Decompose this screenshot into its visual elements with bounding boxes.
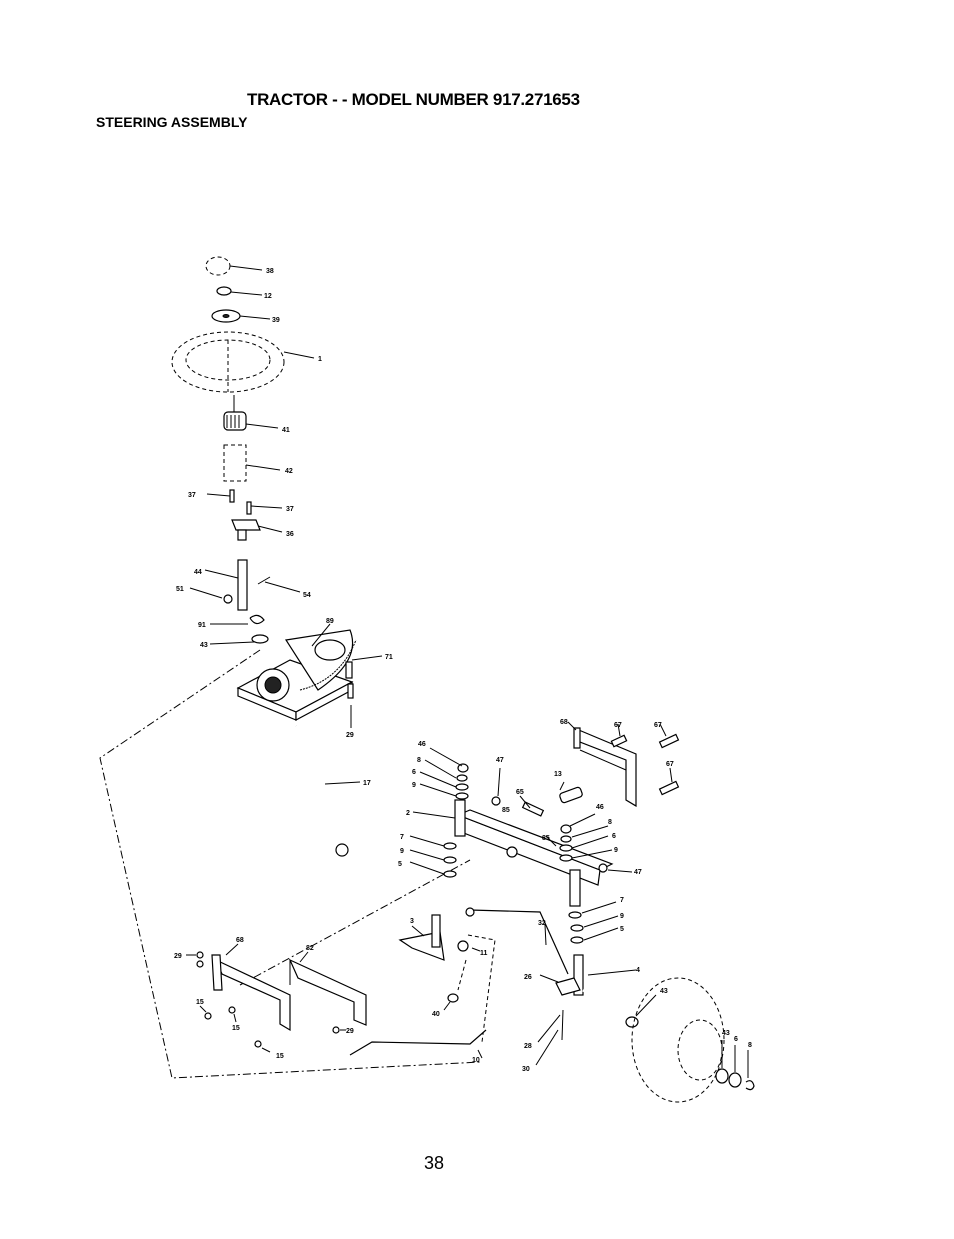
front-wheel — [631, 977, 725, 1103]
callout-71: 71 — [385, 654, 393, 661]
callout-40: 40 — [432, 1011, 440, 1018]
callout-29: 29 — [346, 732, 354, 739]
callout-29b: 29 — [346, 1028, 354, 1035]
callout-68r: 68 — [560, 719, 568, 726]
steering-wheel — [171, 331, 285, 393]
callout-8a: 8 — [417, 757, 421, 764]
section-title: STEERING ASSEMBLY — [96, 114, 248, 130]
callout-46a: 46 — [418, 741, 426, 748]
callout-12: 12 — [264, 293, 272, 300]
lower-bracket-left — [214, 958, 291, 1032]
callout-8b: 8 — [608, 819, 612, 826]
callout-89: 89 — [326, 618, 334, 625]
callout-82: 82 — [306, 945, 314, 952]
callout-47a: 47 — [496, 757, 504, 764]
callout-44: 44 — [194, 569, 202, 576]
callout-7a: 7 — [400, 834, 404, 841]
callout-15b: 15 — [232, 1025, 240, 1032]
callout-91: 91 — [198, 622, 206, 629]
callout-37b: 37 — [286, 506, 294, 513]
callout-43: 43 — [200, 642, 208, 649]
callout-39: 39 — [272, 317, 280, 324]
callout-85a: 85 — [502, 807, 510, 814]
callout-15c: 15 — [276, 1053, 284, 1060]
callout-43a: 43 — [660, 988, 668, 995]
callout-2: 2 — [406, 810, 410, 817]
sleeve — [223, 444, 247, 482]
callout-43b: 43 — [722, 1030, 730, 1037]
steering-shaft — [237, 559, 248, 611]
callout-54: 54 — [303, 592, 311, 599]
callout-6c: 6 — [734, 1036, 738, 1043]
callout-32: 32 — [538, 920, 546, 927]
callout-9d: 9 — [620, 913, 624, 920]
callout-5a: 5 — [398, 861, 402, 868]
callout-9a: 9 — [412, 782, 416, 789]
callout-17: 17 — [363, 780, 371, 787]
callout-6b: 6 — [612, 833, 616, 840]
callout-46b: 46 — [596, 804, 604, 811]
callout-26: 26 — [524, 974, 532, 981]
callout-30: 30 — [522, 1066, 530, 1073]
callout-38: 38 — [266, 268, 274, 275]
page-number: 38 — [424, 1153, 445, 1173]
callout-13: 13 — [554, 771, 562, 778]
steering-bracket — [231, 519, 261, 531]
callout-41: 41 — [282, 427, 290, 434]
steering-cap — [205, 256, 231, 276]
callout-11: 11 — [480, 950, 488, 957]
callout-67b: 67 — [654, 722, 662, 729]
callout-9c: 9 — [400, 848, 404, 855]
callout-15a: 15 — [196, 999, 204, 1006]
callout-85b: 85 — [542, 835, 550, 842]
page-title: TRACTOR - - MODEL NUMBER 917.271653 — [247, 90, 580, 109]
callout-42: 42 — [285, 468, 293, 475]
nut — [216, 286, 232, 296]
callout-8c: 8 — [748, 1042, 752, 1049]
callout-68l: 68 — [236, 937, 244, 944]
callout-65: 65 — [516, 789, 524, 796]
callout-4: 4 — [636, 967, 640, 974]
callout-6a: 6 — [412, 769, 416, 776]
callout-7b: 7 — [620, 897, 624, 904]
callout-37a: 37 — [188, 492, 196, 499]
callout-29a: 29 — [174, 953, 182, 960]
callout-10: 10 — [472, 1057, 480, 1064]
callout-51: 51 — [176, 586, 184, 593]
callout-67c: 67 — [666, 761, 674, 768]
callout-67a: 67 — [614, 722, 622, 729]
lower-bracket-center — [288, 958, 367, 1026]
callout-9b: 9 — [614, 847, 618, 854]
callout-28: 28 — [524, 1043, 532, 1050]
callout-36: 36 — [286, 531, 294, 538]
callout-1: 1 — [318, 356, 322, 363]
callout-3: 3 — [410, 918, 414, 925]
callout-47b: 47 — [634, 869, 642, 876]
callout-5b: 5 — [620, 926, 624, 933]
